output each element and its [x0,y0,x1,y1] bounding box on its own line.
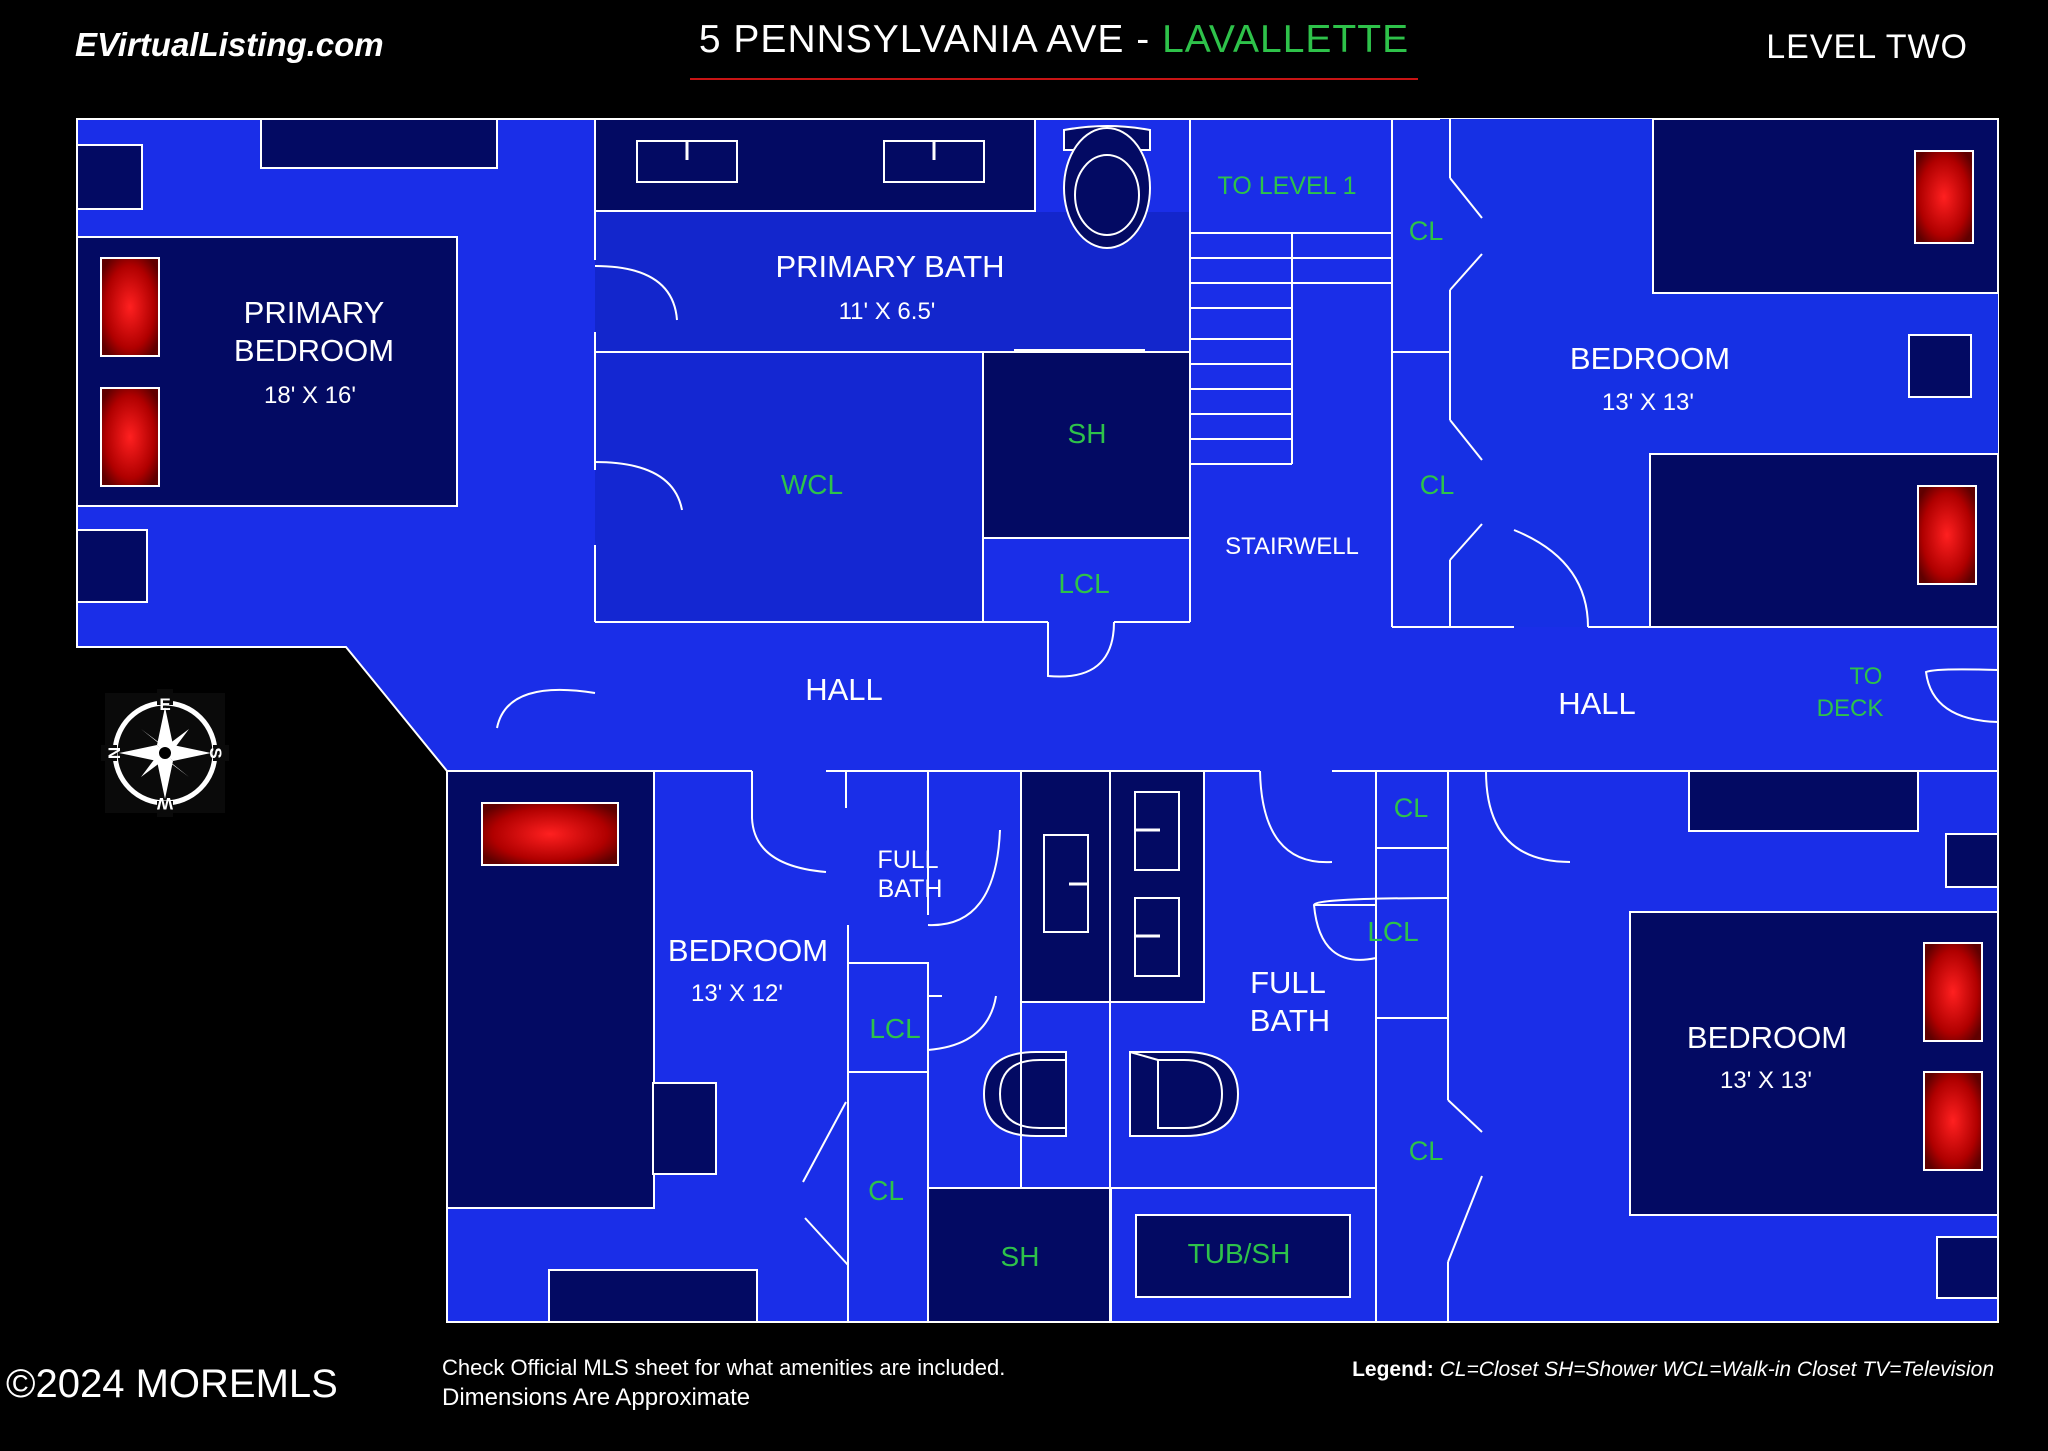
dresser-se [1688,770,1919,832]
level-label: LEVEL TWO [1766,28,1968,66]
room-dims-primary-bath: 11' X 6.5' [839,298,936,325]
title-address: 5 PENNSYLVANIA AVE [698,18,1125,61]
compass-south: S [206,747,225,758]
room-label-lcl-sw: LCL [869,1013,920,1044]
door-swings [496,265,1999,1051]
room-label-bedroom-ne: BEDROOM [1570,341,1730,376]
room-label-primary-bedroom-1: PRIMARY [244,295,385,330]
compass-east: E [159,695,170,714]
room-label-stairwell: STAIRWELL [1225,533,1359,560]
dimensions-note: Dimensions Are Approximate [442,1384,751,1411]
copyright: ©2024 MOREMLS [6,1362,338,1406]
disclaimer-note: Check Official MLS sheet for what amenit… [442,1355,1006,1380]
room-label-tub-sh: TUB/SH [1188,1238,1291,1269]
room-label-sh-primary: SH [1068,418,1107,449]
title-underline [690,78,1418,80]
room-label-primary-bedroom-2: BEDROOM [234,333,394,368]
walls [447,119,1998,1322]
faucets [685,141,1160,938]
room-label-hall-west: HALL [805,672,883,707]
compass-icon [101,689,229,817]
dresser [260,118,498,169]
compass-west: W [156,794,173,813]
room-label-full-bath-main-1: FULL [1250,965,1326,1000]
room-label-bedroom-sw: BEDROOM [668,933,828,968]
room-dims-bedroom-se: 13' X 13' [1720,1067,1812,1094]
room-label-cl-ne-top: CL [1409,216,1444,246]
room-label-sh-south: SH [1001,1241,1040,1272]
room-label-wcl: WCL [781,469,843,500]
label-to-level-1: TO LEVEL 1 [1218,172,1357,200]
title-city: LAVALLETTE [1162,18,1410,61]
room-label-full-bath-small-1: FULL [877,846,938,874]
nightstand [76,144,143,210]
room-label-primary-bath: PRIMARY BATH [775,249,1004,284]
room-label-cl-ne-bottom: CL [1420,470,1455,500]
nightstand [1945,833,1999,888]
room-label-cl-se-top: CL [1394,793,1429,823]
tv-icon [100,150,1983,1171]
room-dims-bedroom-ne: 13' X 13' [1602,389,1694,416]
room-label-cl-se-bottom: CL [1409,1136,1444,1166]
room-label-bedroom-se: BEDROOM [1687,1020,1847,1055]
brand-logo: EVirtualListing.com [75,26,384,63]
legend: Legend: CL=Closet SH=Shower WCL=Walk-in … [1352,1358,1994,1382]
compass-north: N [105,747,124,759]
room-dims-primary-bedroom: 18' X 16' [264,382,356,409]
legend-text: CL=Closet SH=Shower WCL=Walk-in Closet T… [1433,1358,1994,1381]
dresser-sw-bottom [548,1269,758,1323]
nightstand [76,529,148,603]
dresser-sw [652,1082,717,1175]
legend-label: Legend: [1352,1358,1434,1381]
room-label-full-bath-small-2: BATH [878,875,943,903]
room-label-lcl-primary: LCL [1058,568,1109,599]
room-label-cl-sw: CL [868,1175,904,1206]
tub [1135,1214,1351,1298]
room-dims-bedroom-sw: 13' X 12' [691,980,783,1007]
label-to-deck-2: DECK [1817,695,1884,722]
nightstand [1936,1236,1999,1299]
title-separator: - [1124,18,1163,61]
room-label-hall-east: HALL [1558,686,1636,721]
room-label-lcl-se: LCL [1367,916,1418,947]
shower-south [927,1187,1112,1323]
toilet-icon [982,125,1240,1137]
nightstand [1908,334,1972,398]
room-label-full-bath-main-2: BATH [1250,1003,1330,1038]
page-title: 5 PENNSYLVANIA AVE - LAVALLETTE [688,18,1420,62]
label-to-deck-1: TO [1850,663,1883,690]
